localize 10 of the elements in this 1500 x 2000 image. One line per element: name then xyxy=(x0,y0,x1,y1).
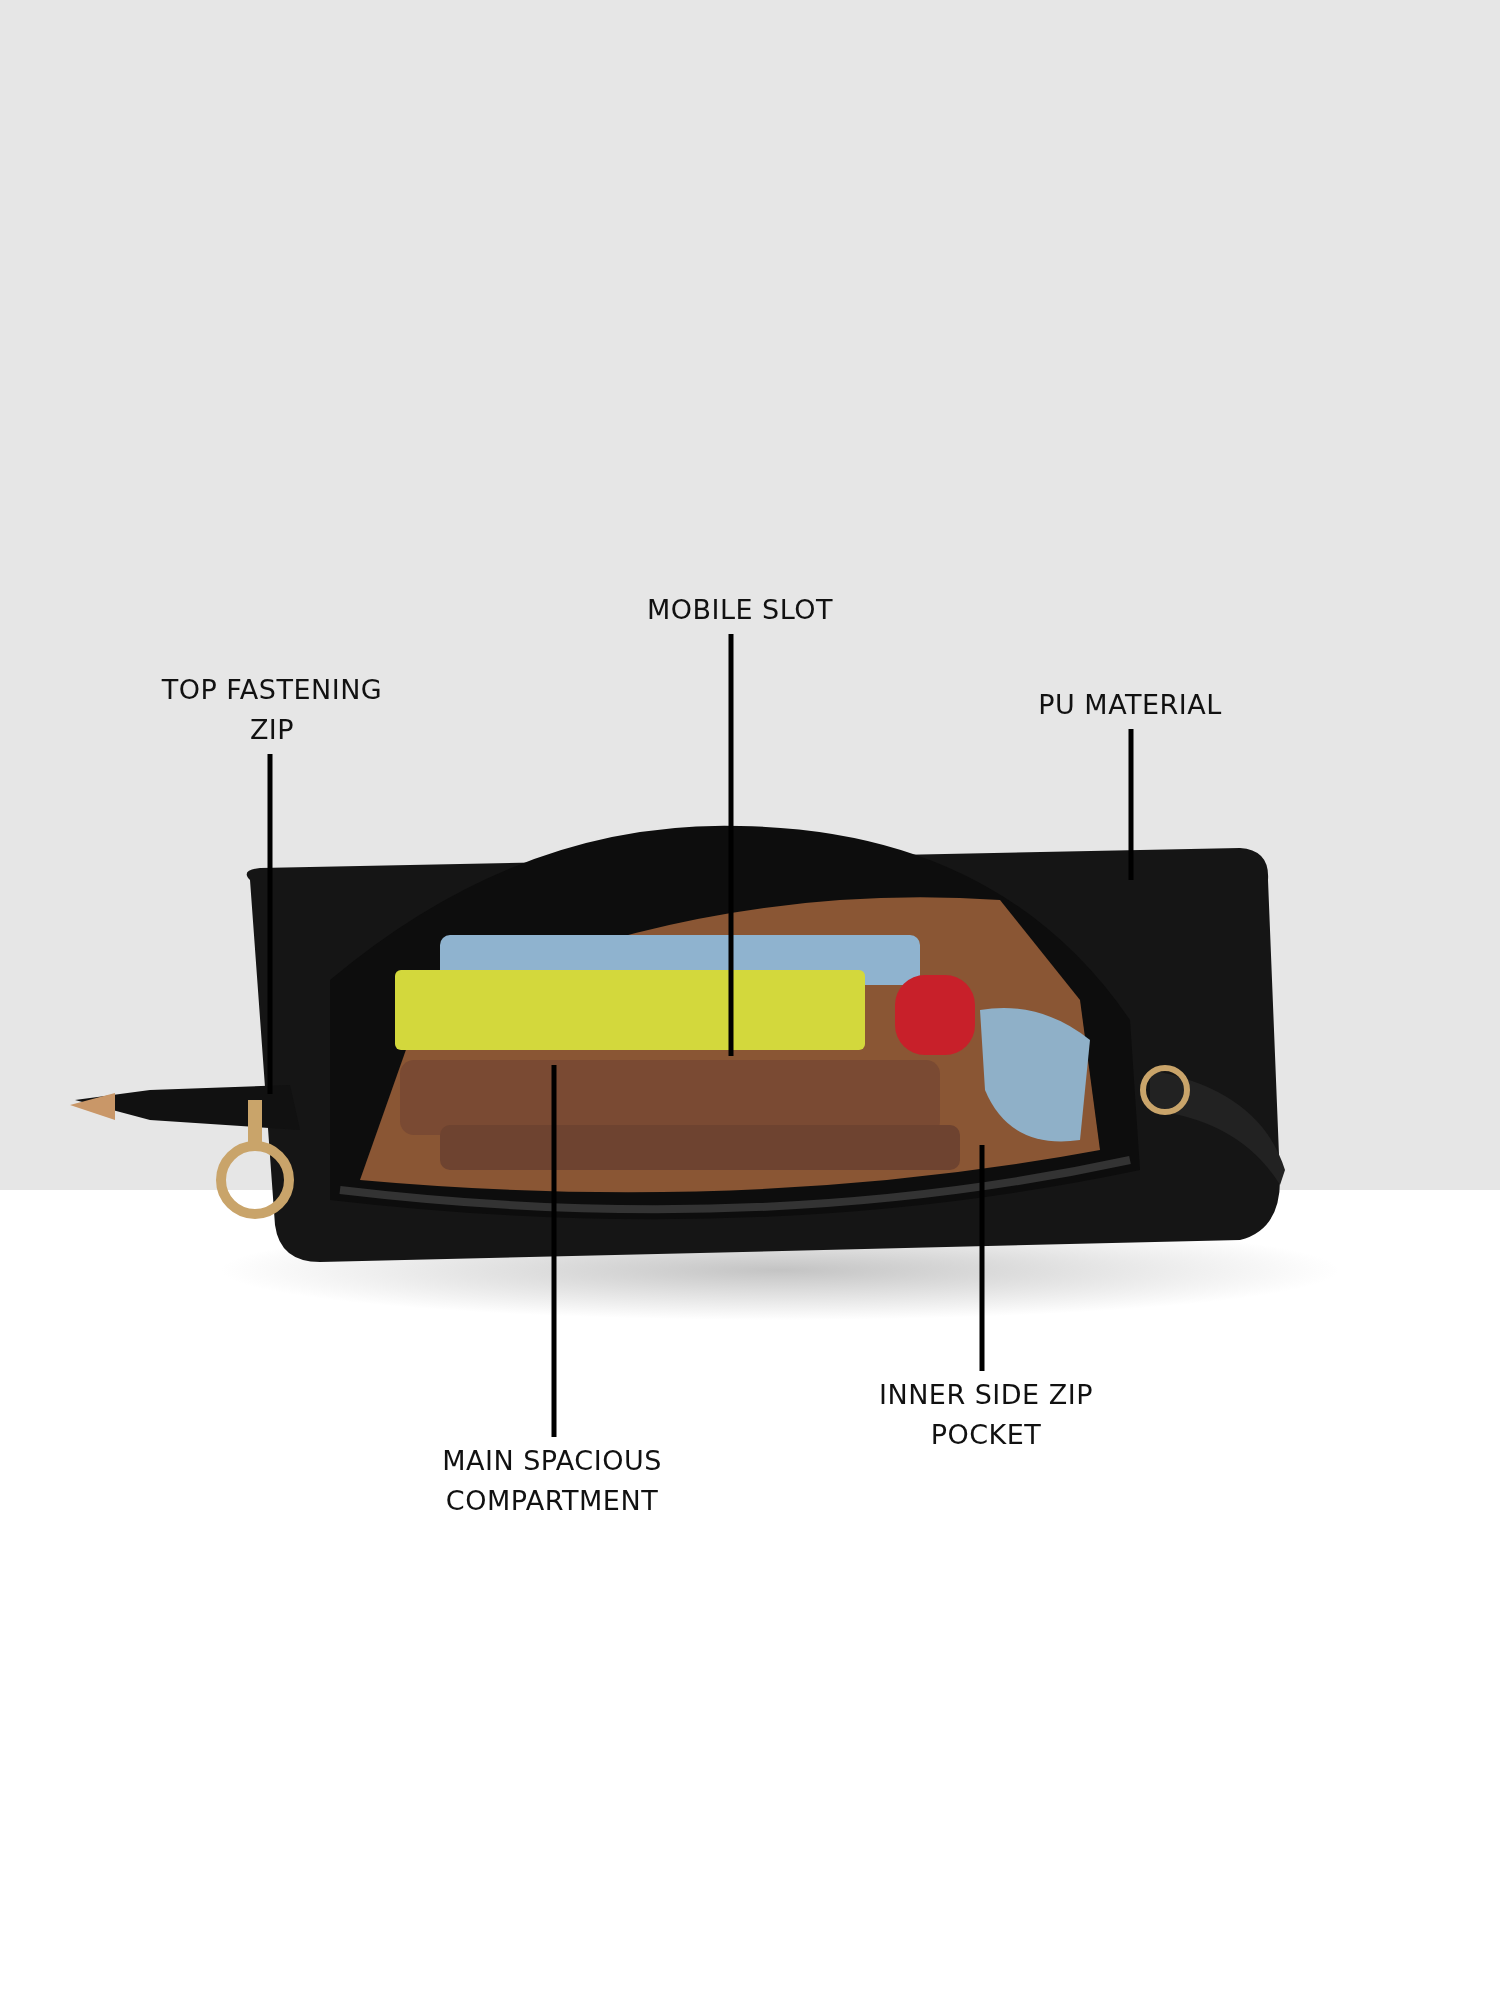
callout-label: MAIN SPACIOUS COMPARTMENT xyxy=(402,1441,702,1521)
callout-label: INNER SIDE ZIP POCKET xyxy=(876,1375,1096,1455)
callout-label: PU MATERIAL xyxy=(1015,685,1245,725)
leader-line xyxy=(979,1145,985,1371)
leader-line xyxy=(1128,729,1134,880)
leader-line xyxy=(728,634,734,1056)
leader-line xyxy=(551,1065,557,1437)
leader-line xyxy=(267,754,273,1094)
callout-label: MOBILE SLOT xyxy=(610,590,870,630)
callout-label: TOP FASTENING ZIP xyxy=(152,670,392,750)
